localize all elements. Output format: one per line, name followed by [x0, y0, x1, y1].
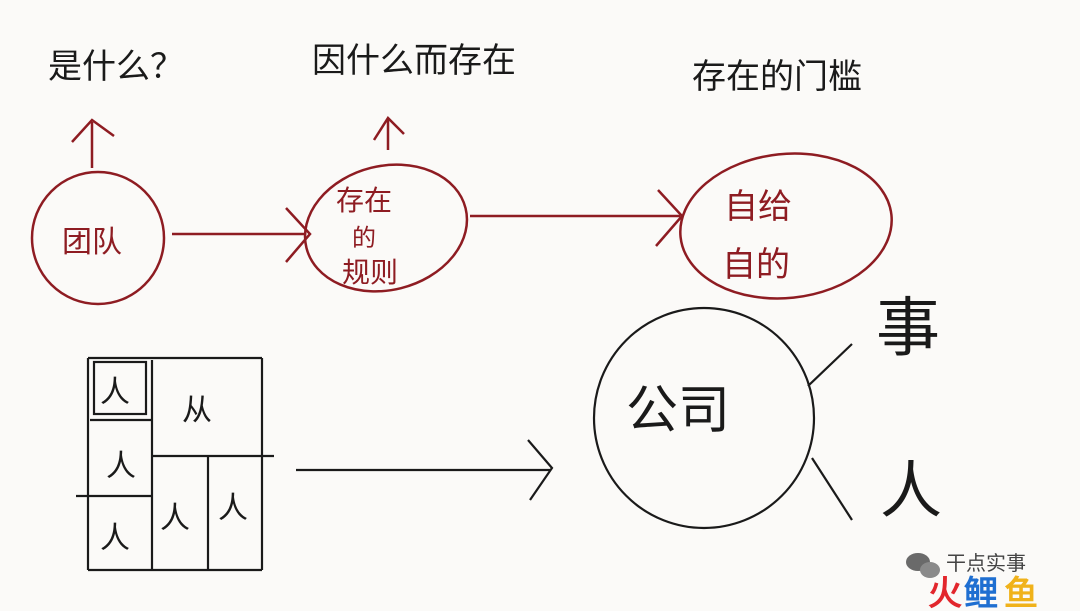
node-self-ellipse: [679, 152, 893, 300]
up-arrow-team: [71, 118, 115, 168]
grid-cell-5: 人: [218, 491, 248, 526]
node-company-label: 公司: [626, 381, 730, 441]
branch-lines: [807, 343, 853, 521]
node-exist-line2: 的: [352, 224, 376, 252]
arrow-team-to-exist: [172, 207, 312, 263]
arrow-exist-to-self: [470, 189, 684, 247]
watermark-brand-2: 鲤: [964, 574, 998, 611]
grid-cell-4: 人: [160, 501, 190, 536]
node-self-line1: 自给: [724, 187, 792, 227]
arrow-grid-to-company: [296, 439, 554, 501]
node-self-line2: 自的: [722, 245, 790, 285]
grid-cell-2: 从: [182, 393, 212, 428]
label-threshold: 存在的门槛: [692, 57, 862, 97]
node-company-circle: [592, 306, 816, 530]
label-what: 是什么？: [48, 47, 184, 87]
node-exist-line1: 存在: [336, 184, 392, 217]
side-label-thing: 事: [876, 292, 940, 366]
watermark-brand-3: 鱼: [1004, 574, 1038, 611]
people-grid: [76, 356, 274, 572]
grid-cell-1: 人: [100, 375, 130, 410]
watermark: 干点实事 火 鲤 鱼: [906, 551, 1038, 611]
label-why: 因什么而存在: [312, 41, 516, 81]
wechat-icon: [906, 553, 940, 578]
up-arrow-exist: [372, 116, 405, 150]
watermark-account: 干点实事: [946, 551, 1026, 575]
node-exist-line3: 规则: [342, 256, 398, 289]
side-label-person: 人: [880, 454, 942, 527]
node-team-label: 团队: [62, 225, 122, 260]
node-exist-ellipse: [303, 163, 469, 293]
grid-cell-6: 人: [100, 521, 130, 556]
grid-cell-3: 人: [106, 449, 136, 484]
watermark-brand-1: 火: [928, 574, 962, 611]
node-team-circle: [30, 170, 166, 306]
